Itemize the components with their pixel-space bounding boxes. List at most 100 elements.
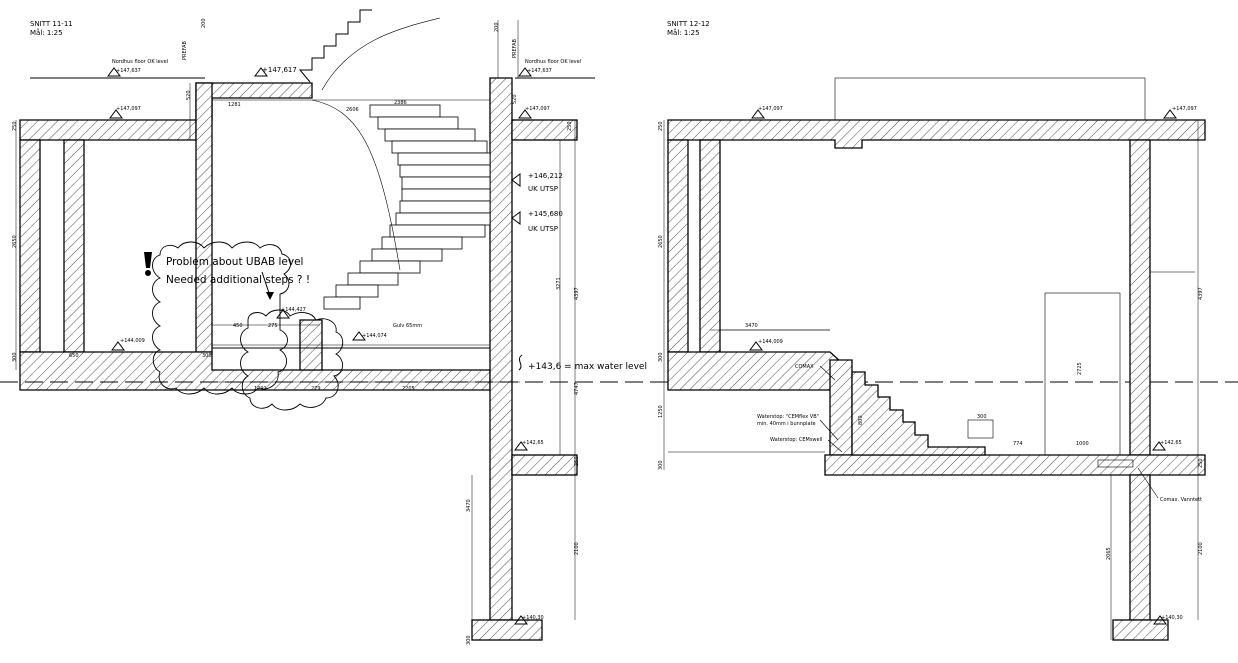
section-scale: Mål: 1:25 [30, 28, 63, 37]
svg-text:3470: 3470 [745, 323, 758, 329]
uk-label-upper: UK UTSP [528, 185, 558, 193]
problem-line1: Problem about UBAB level [166, 256, 303, 268]
svg-text:2205: 2205 [402, 386, 415, 392]
svg-text:3470: 3470 [466, 499, 472, 512]
svg-text:250: 250 [1198, 458, 1204, 468]
door-opening [1044, 292, 1121, 456]
svg-text:520: 520 [186, 90, 192, 100]
svg-text:2606: 2606 [346, 107, 359, 113]
svg-text:PREFAB: PREFAB [182, 41, 188, 60]
svg-text:+144,009: +144,009 [758, 339, 783, 345]
stair-curve-mid [311, 99, 401, 271]
pit-stair-r [851, 371, 986, 456]
section-12-12: SNITT 12-12 Mål: 1:25 +147,097 +147,097 … [658, 20, 1206, 641]
nordhus-label-left: Nordhus floor OK level [112, 59, 168, 65]
svg-text:1281: 1281 [228, 102, 241, 108]
level-floor-gulv: +144,074 [362, 333, 387, 339]
section-title-right: SNITT 12-12 [667, 20, 710, 28]
wall-far-left [19, 139, 41, 353]
svg-text:300: 300 [658, 352, 664, 362]
svg-text:250: 250 [574, 456, 580, 466]
svg-text:+147,097: +147,097 [1172, 106, 1197, 112]
svg-text:PREFAB: PREFAB [512, 39, 518, 58]
pit-wall-r [829, 359, 853, 456]
gulv-label: Gulv 65mm [393, 323, 422, 329]
footing [471, 619, 543, 641]
svg-text:2100: 2100 [1198, 542, 1204, 555]
svg-text:279: 279 [311, 386, 321, 392]
svg-text:+147,097: +147,097 [758, 106, 783, 112]
svg-text:200: 200 [201, 18, 207, 28]
svg-text:4397: 4397 [574, 287, 580, 300]
svg-text:1000: 1000 [1076, 441, 1089, 447]
dimensions-right: 250 2650 300 1250 300 3470 800 2725 300 … [658, 120, 1204, 640]
waterstop2-label: Waterstop: CEMswell [770, 437, 822, 443]
revision-cloud-step [240, 309, 344, 411]
water-level-label: +143,6 = max water level [528, 362, 647, 372]
roof-slab-left [19, 82, 313, 141]
svg-text:300: 300 [977, 414, 987, 420]
wall-mid-left [195, 82, 213, 353]
section-scale-right: Mål: 1:25 [667, 28, 700, 37]
wall-right [489, 77, 513, 621]
svg-text:+142,65: +142,65 [1160, 440, 1182, 446]
section-11-11: SNITT 11-11 Mål: 1:25 [12, 9, 647, 645]
svg-text:+140,30: +140,30 [1161, 615, 1183, 621]
waterstop1-label: Waterstop: "CEMflex VB" [757, 414, 819, 420]
uk-label-lower: UK UTSP [528, 225, 558, 233]
comax-vanntett-label: Comax. Vanntett [1160, 497, 1202, 503]
level-nordhus-left: +147,637 [116, 68, 141, 74]
svg-text:300: 300 [466, 635, 472, 645]
bottom-slab-r [824, 454, 1206, 476]
svg-text:3271: 3271 [556, 277, 562, 290]
svg-text:300: 300 [658, 460, 664, 470]
svg-text:774: 774 [1013, 441, 1023, 447]
floor-slab-left [19, 351, 491, 391]
level-slab-right: +147,097 [525, 106, 550, 112]
comax-label: COMAX [795, 364, 814, 370]
stair-curve-top [321, 17, 441, 91]
section-title: SNITT 11-11 [30, 20, 73, 28]
stair-treads [323, 104, 491, 310]
svg-text:200: 200 [494, 22, 500, 32]
level-markers-right: +147,097 +147,097 +144,009 +142,65 +140,… [749, 106, 1197, 625]
roof-slab-right-section [667, 119, 1206, 149]
svg-text:2065: 2065 [1106, 547, 1112, 560]
level-markers-left: +147,617 Nordhus floor OK level +147,637… [107, 59, 581, 625]
level-floor-left: +144,009 [120, 338, 145, 344]
svg-text:650: 650 [69, 353, 79, 359]
level-slab-left: +147,097 [116, 106, 141, 112]
upper-box [834, 77, 1146, 121]
svg-text:2100: 2100 [574, 542, 580, 555]
footing-r [1112, 619, 1169, 641]
svg-text:1250: 1250 [658, 405, 664, 418]
svg-text:250: 250 [658, 121, 664, 131]
level-foot: +140,30 [522, 615, 544, 621]
svg-text:520: 520 [512, 94, 518, 104]
svg-text:2650: 2650 [12, 235, 18, 248]
level-uk-upper: +146,212 [528, 172, 563, 180]
upper-stairs [298, 9, 372, 83]
floor-slab-left-r [667, 351, 853, 391]
warning-icon [144, 252, 152, 268]
svg-text:2725: 2725 [1077, 362, 1083, 375]
level-bottom-right: +142,65 [522, 440, 544, 446]
svg-text:250: 250 [567, 121, 573, 131]
svg-text:4397: 4397 [1198, 287, 1204, 300]
lower-wall-r [1129, 474, 1151, 621]
svg-text:2386: 2386 [394, 100, 407, 106]
wall-far-left-r [667, 139, 689, 353]
level-uk-lower: +145,680 [528, 210, 563, 218]
roof-slab-right [511, 119, 578, 141]
level-top-left: +147,617 [262, 66, 297, 74]
wall-right-r [1129, 139, 1151, 456]
wall-left-inner-r [699, 139, 721, 353]
svg-text:275: 275 [268, 323, 278, 329]
wall-left-inner [63, 139, 85, 353]
problem-line2: Needed additional steps ? ! [166, 274, 310, 286]
mid-slab-right [511, 454, 578, 476]
level-nordhus-right: +147,637 [527, 68, 552, 74]
svg-text:4747: 4747 [574, 382, 580, 395]
svg-text:300: 300 [202, 353, 212, 359]
